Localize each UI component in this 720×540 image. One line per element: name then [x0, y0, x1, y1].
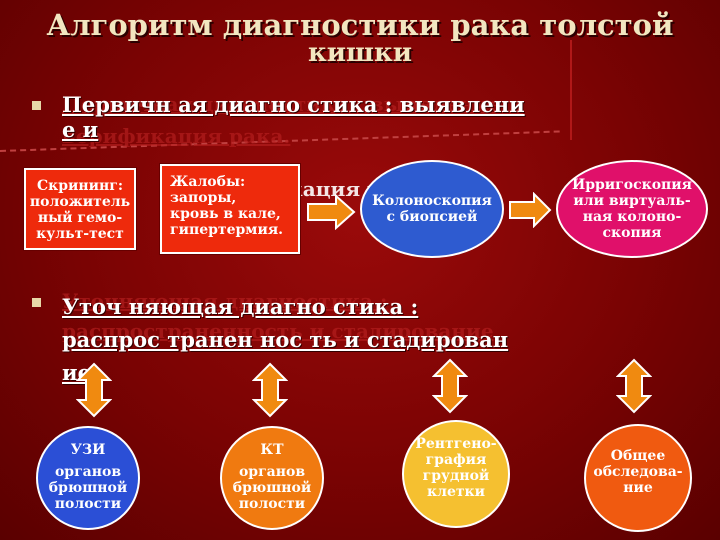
section-1-line-1: Первичн ая диагно стика : выявлени [62, 92, 525, 117]
right-arrow-icon-2 [509, 192, 552, 228]
ghost-text-2b: распространенность и стадирование [62, 319, 494, 343]
exam-4-line-3: ние [623, 480, 653, 496]
complaints-line-1: Жалобы: [170, 174, 246, 190]
irrigoscopy-line-4: скопия [602, 225, 662, 241]
exam-1-line-1: УЗИ [70, 442, 106, 458]
irrigoscopy-oval: Ирригоскопия или виртуаль- ная колоно- с… [556, 160, 708, 258]
colonoscopy-oval: Колоноскопия с биопсией [360, 160, 504, 258]
exam-3-line-4: клетки [426, 484, 486, 500]
section-1-heading: Первичн ая диагно стика : выявлени е и [62, 92, 525, 142]
ghost-text-1b: верификация рака. [62, 124, 291, 148]
exam-4-line-1: Общее [610, 448, 666, 464]
exam-circle-xray: Рентгено- графия грудной клетки [402, 420, 510, 528]
exam-circle-general: Общее обследова- ние [584, 424, 692, 532]
screening-line-4: культ-тест [36, 226, 124, 242]
section-2-heading: Уточ няющая диагно стика : распрос тране… [62, 290, 508, 389]
bullet-2 [32, 298, 41, 307]
double-arrow-icon-2 [252, 362, 288, 418]
screening-line-1: Скрининг: [36, 178, 124, 194]
exam-1-line-2: органов [54, 464, 122, 480]
title-line-2: кишки [307, 38, 413, 68]
bullet-1 [32, 101, 41, 110]
exam-1-line-3: брюшной [48, 480, 128, 496]
exam-3-line-1: Рентгено- [415, 436, 497, 452]
section-2-line-1: Уточ няющая диагно стика : [62, 294, 419, 319]
exam-2-line-4: полости [238, 496, 306, 512]
exam-circle-ct: КТ органов брюшной полости [220, 426, 324, 530]
double-arrow-icon-1 [76, 362, 112, 418]
complaints-line-4: гипертермия. [170, 222, 284, 238]
complaints-line-3: кровь в кале, [170, 206, 281, 222]
ghost-text-1a: Первичная диагностика : выявление и [62, 92, 524, 116]
section-1-line-2: е и [62, 117, 99, 142]
screening-line-3: ный гемо- [37, 210, 123, 226]
right-arrow-icon-1 [307, 194, 356, 230]
exam-2-line-2: органов [238, 464, 306, 480]
screening-box: Скрининг: положитель ный гемо- культ-тес… [24, 168, 136, 250]
section-2-line-2: распрос транен нос ть и стадирован [62, 327, 509, 352]
slide-title: Алгоритм диагностики рака толстой кишки [0, 8, 720, 68]
exam-2-line-3: брюшной [232, 480, 312, 496]
double-arrow-icon-4 [616, 358, 652, 414]
exam-3-line-2: графия [425, 452, 487, 468]
exam-1-line-4: полости [54, 496, 122, 512]
colonoscopy-line-2: с биопсией [386, 209, 478, 225]
irrigoscopy-line-3: ная колоно- [582, 209, 682, 225]
title-line-1: Алгоритм диагностики рака толстой [46, 8, 674, 42]
exam-4-line-2: обследова- [593, 464, 683, 480]
decorative-vertical-line [570, 40, 572, 140]
screening-line-2: положитель [29, 194, 131, 210]
ghost-text-2a: Уточняющая диагностика : [62, 289, 388, 313]
exam-2-line-1: КТ [260, 442, 284, 458]
complaints-line-2: запоры, [170, 190, 237, 206]
irrigoscopy-line-1: Ирригоскопия [571, 177, 693, 193]
complaints-box: Жалобы: запоры, кровь в кале, гипертерми… [160, 164, 300, 254]
exam-circle-ultrasound: УЗИ органов брюшной полости [36, 426, 140, 530]
exam-3-line-3: грудной [422, 468, 490, 484]
colonoscopy-line-1: Колоноскопия [372, 193, 492, 209]
double-arrow-icon-3 [432, 358, 468, 414]
irrigoscopy-line-2: или виртуаль- [573, 193, 691, 209]
